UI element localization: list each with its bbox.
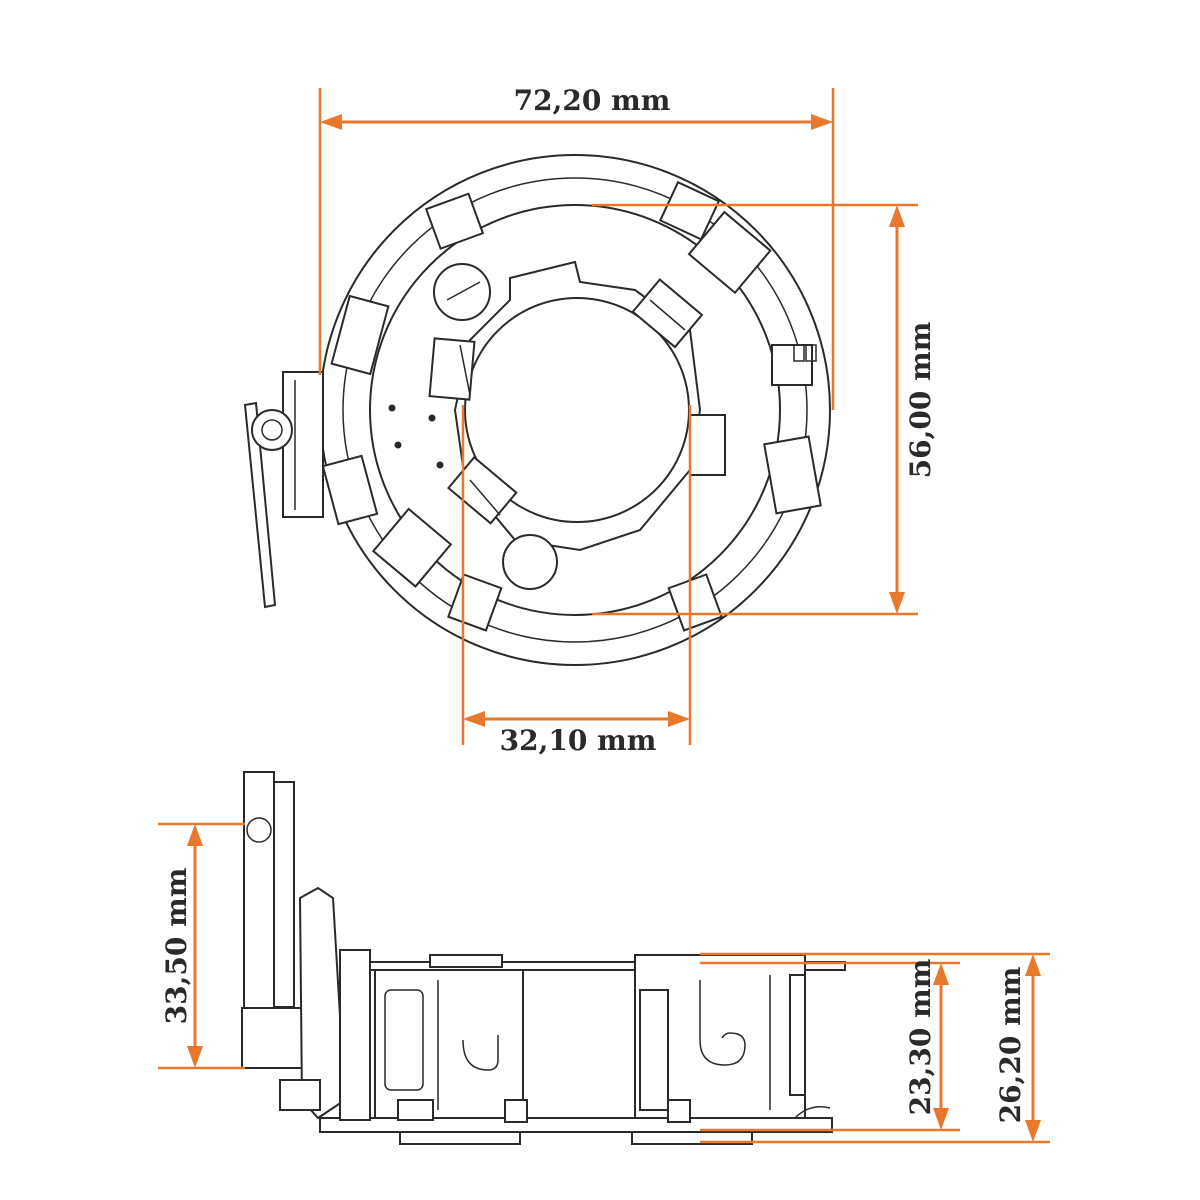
label-body-height: 23,30 mm: [904, 959, 937, 1116]
dim-total-height: 26,20 mm: [700, 952, 1050, 1144]
bore-claws: [428, 278, 726, 525]
base-plate: [319, 1117, 833, 1133]
dim-bore-diameter: 32,10 mm: [461, 405, 692, 757]
ring-groove: [342, 177, 808, 643]
dim-body-height: 23,30 mm: [700, 959, 960, 1132]
dim-inner-span: 56,00 mm: [592, 203, 937, 616]
left-body: [374, 954, 528, 1123]
label-inner-span: 56,00 mm: [904, 322, 937, 479]
side-view: 33,50 mm 23,30 mm 26,20 mm: [158, 771, 1050, 1145]
label-bore-diameter: 32,10 mm: [500, 724, 657, 757]
side-bracket: [243, 371, 324, 609]
outer-clips: [321, 180, 822, 632]
label-outer-diameter: 72,20 mm: [514, 84, 671, 117]
label-total-height: 26,20 mm: [994, 967, 1027, 1124]
side-bracket-assembly: [241, 771, 371, 1121]
hole-bottom: [502, 534, 558, 590]
top-view: 72,20 mm 56,00 mm 32,10 mm: [243, 84, 937, 757]
dim-bracket-height: 33,50 mm: [158, 822, 245, 1070]
label-bracket-height: 33,50 mm: [160, 868, 193, 1025]
right-body: [634, 954, 831, 1123]
dim-outer-diameter: 72,20 mm: [318, 84, 835, 410]
